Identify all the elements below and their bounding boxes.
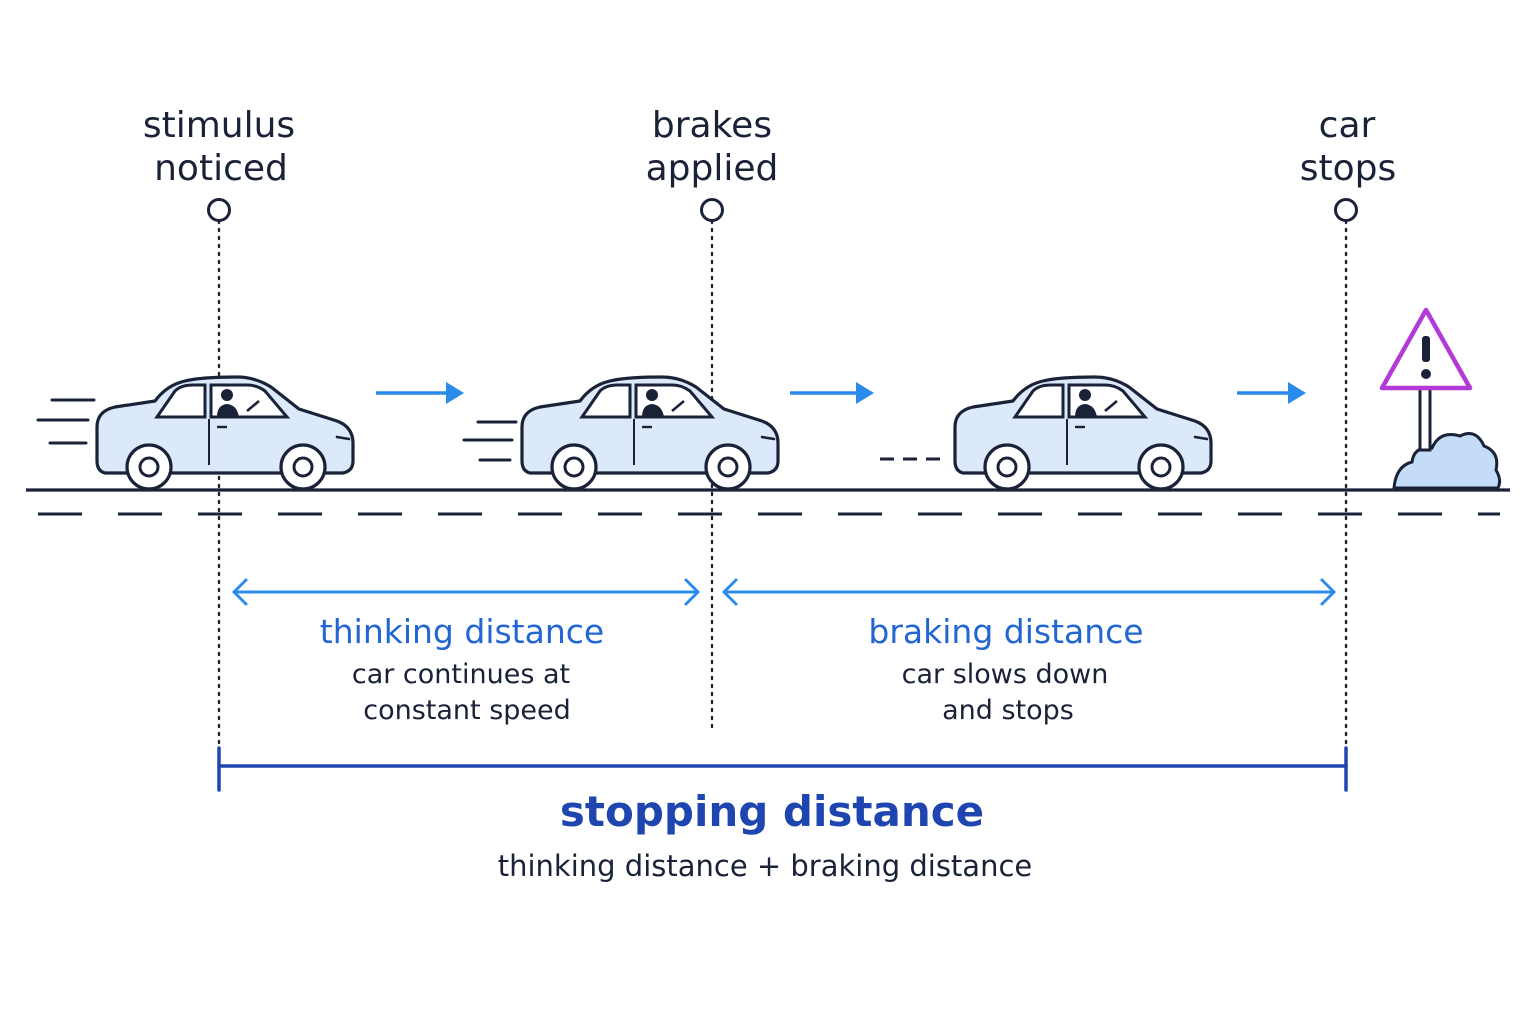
thinking-distance-label: thinking distance car continues at const…	[320, 612, 604, 726]
car-icon	[520, 375, 780, 491]
braking-distance-label: braking distance car slows down and stop…	[868, 612, 1143, 726]
milestone-label: noticed	[154, 148, 288, 189]
milestone-label: applied	[646, 148, 779, 189]
stopping-distance-bracket	[217, 746, 1348, 792]
stopping-distance-title: stopping distance	[560, 787, 984, 836]
milestone-stimulus: stimulus noticed	[143, 105, 295, 772]
segment-description: and stops	[942, 695, 1074, 726]
warning-sign-icon	[1379, 307, 1473, 452]
motion-lines-icon	[36, 398, 96, 445]
segment-title: thinking distance	[320, 612, 604, 651]
milestone-label: stops	[1300, 148, 1397, 189]
thinking-distance-arrow	[232, 578, 700, 606]
milestone-marker	[1334, 198, 1358, 222]
milestone-label: car	[1319, 105, 1376, 146]
right-arrow-icon	[1237, 382, 1306, 404]
segment-title: braking distance	[868, 612, 1143, 651]
milestone-label: stimulus	[143, 105, 295, 146]
right-arrow-icon	[790, 382, 874, 404]
braking-distance-arrow	[722, 578, 1336, 606]
milestone-marker	[207, 198, 231, 222]
milestone-marker	[700, 198, 724, 222]
car-icon	[953, 375, 1213, 491]
segment-description: car continues at	[352, 659, 570, 690]
milestone-brakes: brakes applied	[646, 105, 779, 732]
car-icon	[95, 375, 355, 491]
segment-description: car slows down	[902, 659, 1109, 690]
motion-lines-icon	[462, 420, 518, 462]
milestone-label: brakes	[652, 105, 772, 146]
bush-icon	[1392, 432, 1502, 490]
milestone-stops: car stops	[1300, 105, 1397, 772]
stopping-distance-formula: thinking distance + braking distance	[498, 849, 1033, 883]
segment-description: constant speed	[363, 695, 571, 726]
right-arrow-icon	[376, 382, 464, 404]
